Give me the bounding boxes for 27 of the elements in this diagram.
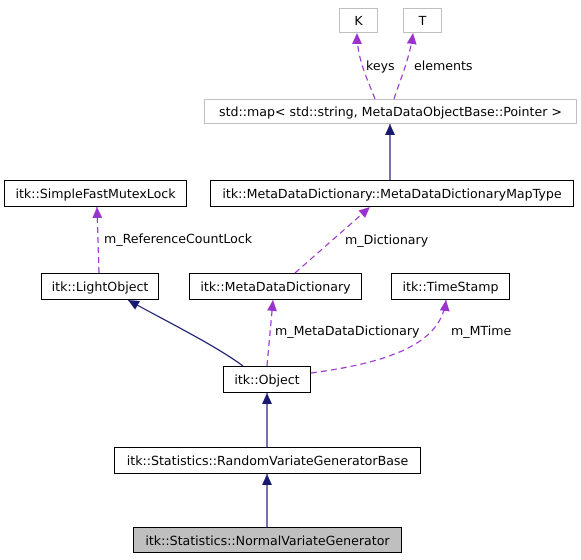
dashed-arrow: [352, 32, 376, 100]
class-box: T: [403, 8, 442, 33]
class-box: itk::MetaDataDictionary::MetaDataDictionaryMapType: [210, 180, 574, 207]
class-box: std::map< std::string, MetaDataObjectBase::Pointer >: [204, 99, 577, 124]
arrow: [128, 299, 244, 366]
edge-label: m_MTime: [451, 323, 512, 338]
class-box: itk::SimpleFastMutexLock: [4, 180, 187, 207]
edge-label: m_Dictionary: [345, 232, 428, 247]
dashed-arrow: [294, 206, 370, 274]
class-box: itk::TimeStamp: [391, 273, 510, 300]
arrow: [262, 474, 272, 527]
dashed-arrow: [310, 300, 449, 374]
dashed-arrow: [92, 206, 102, 274]
class-box: itk::Object: [223, 366, 311, 393]
arrow: [262, 393, 272, 447]
class-box: itk::MetaDataDictionary: [189, 273, 362, 300]
class-box: K: [339, 8, 378, 33]
arrow: [385, 124, 395, 180]
edge-label: elements: [414, 58, 472, 73]
edge-label: keys: [366, 58, 395, 73]
class-box: itk::Statistics::RandomVariateGeneratorBase: [114, 447, 421, 474]
dashed-arrow: [266, 300, 277, 366]
dashed-arrow: [393, 32, 416, 100]
edge-label: m_MetaDataDictionary: [275, 323, 420, 338]
edge-label: m_ReferenceCountLock: [104, 231, 252, 246]
class-box: itk::Statistics::NormalVariateGenerator: [133, 527, 402, 553]
class-box: itk::LightObject: [41, 273, 159, 300]
